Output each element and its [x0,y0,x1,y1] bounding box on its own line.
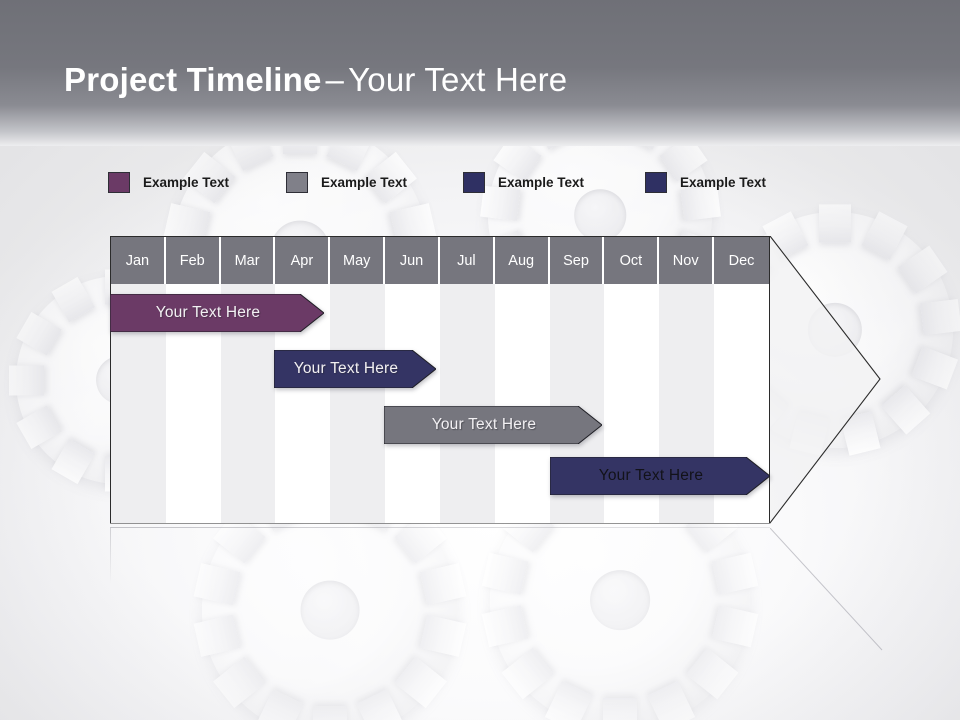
legend-swatch-icon [286,171,308,193]
task-bar-label: Your Text Here [293,360,399,377]
task-bar-shape [550,457,770,495]
legend-swatch-icon [108,171,130,193]
month-header-aug[interactable]: Aug [494,237,550,284]
task-bar-3[interactable]: Your Text Here [384,406,602,444]
timeline-body-row [111,284,769,523]
task-bar-label: Your Text Here [431,416,537,433]
title-dash: – [325,61,345,98]
legend-item-label: Example Text [498,174,585,190]
legend-item-4[interactable]: Example Text [645,170,766,194]
month-column-aug [494,284,550,523]
month-header-jun[interactable]: Jun [385,237,440,284]
month-column-jun [385,284,440,523]
legend-item-3[interactable]: Example Text [463,170,584,194]
month-header-sep[interactable]: Sep [549,237,605,284]
month-header-nov[interactable]: Nov [659,237,715,284]
task-bar-label: Your Text Here [155,304,261,321]
page-title: Project Timeline–Your Text Here [64,58,567,102]
month-header-mar[interactable]: Mar [220,237,276,284]
title-light: Your Text Here [348,61,568,98]
month-header-apr[interactable]: Apr [275,237,331,284]
task-bar-shape [384,406,602,444]
month-header-oct[interactable]: Oct [604,237,660,284]
title-band [0,0,960,146]
month-column-may [330,284,386,523]
legend-item-label: Example Text [143,174,230,190]
legend-item-1[interactable]: Example Text [108,170,229,194]
legend-item-label: Example Text [680,174,767,190]
legend-item-2[interactable]: Example Text [286,170,407,194]
arrow-reflection-line [770,528,883,651]
month-header-jul[interactable]: Jul [439,237,495,284]
month-header-dec[interactable]: Dec [714,237,769,284]
legend-swatch-icon [463,171,485,193]
month-header-may[interactable]: May [330,237,386,284]
title-strong: Project Timeline [64,61,322,98]
task-bar-label: Your Text Here [598,467,704,484]
month-column-jul [439,284,495,523]
task-bar-1[interactable]: Your Text Here [110,294,324,332]
legend-swatch-icon [645,171,667,193]
month-header-feb[interactable]: Feb [165,237,221,284]
grid-reflection-edge [110,528,111,584]
month-header-jan[interactable]: Jan [111,237,166,284]
task-bar-shape [110,294,324,332]
task-bar-2[interactable]: Your Text Here [274,350,436,388]
task-bar-4[interactable]: Your Text Here [550,457,770,495]
legend: Example Text Example Text Example Text Exam… [108,170,898,194]
task-bar-shape [274,350,436,388]
grid-reflection-line [110,527,770,528]
legend-item-label: Example Text [321,174,408,190]
